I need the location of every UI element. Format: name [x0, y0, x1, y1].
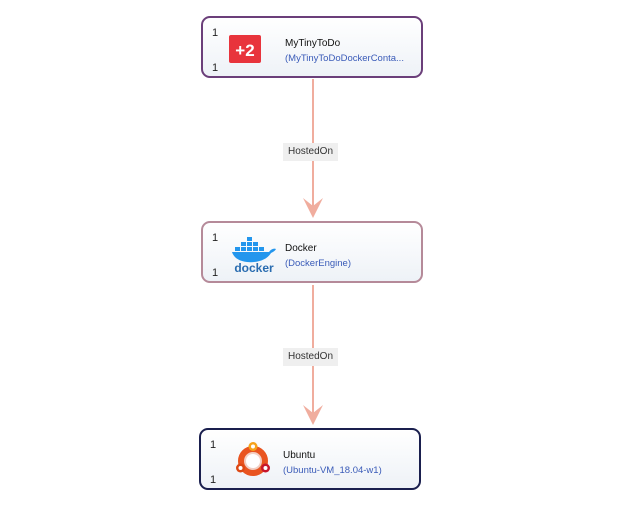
instance-count-top: 1 [212, 27, 219, 39]
arrow-head-icon [303, 198, 323, 218]
arrow-head-icon [303, 405, 323, 425]
node-mytinytodo[interactable]: 1 1 +2 MyTinyToDo (MyTinyToDoDockerConta… [201, 16, 423, 78]
instance-count-bottom: 1 [212, 62, 219, 74]
node-name: Docker [285, 243, 317, 254]
ubuntu-logo-icon [229, 440, 281, 480]
plus-two-icon: +2 [229, 29, 281, 69]
edge-label: HostedOn [283, 143, 339, 161]
node-type: (DockerEngine) [285, 258, 351, 269]
edge-label: HostedOn [283, 348, 339, 366]
node-name: Ubuntu [283, 450, 316, 461]
node-type: (MyTinyToDoDockerConta... [285, 53, 404, 64]
docker-logo-icon: docker [229, 234, 281, 275]
instance-count-bottom: 1 [212, 267, 219, 279]
instance-count-bottom: 1 [210, 474, 217, 486]
node-docker[interactable]: 1 1 docker Docker ( [201, 221, 423, 283]
node-type: (Ubuntu-VM_18.04-w1) [283, 465, 382, 476]
instance-count-top: 1 [210, 439, 217, 451]
node-name: MyTinyToDo [285, 38, 341, 49]
instance-count-top: 1 [212, 232, 219, 244]
svg-text:docker: docker [234, 261, 274, 274]
svg-text:+2: +2 [235, 41, 254, 60]
node-ubuntu[interactable]: 1 1 Ubuntu (Ubuntu-VM_18.04-w1) [199, 428, 421, 490]
